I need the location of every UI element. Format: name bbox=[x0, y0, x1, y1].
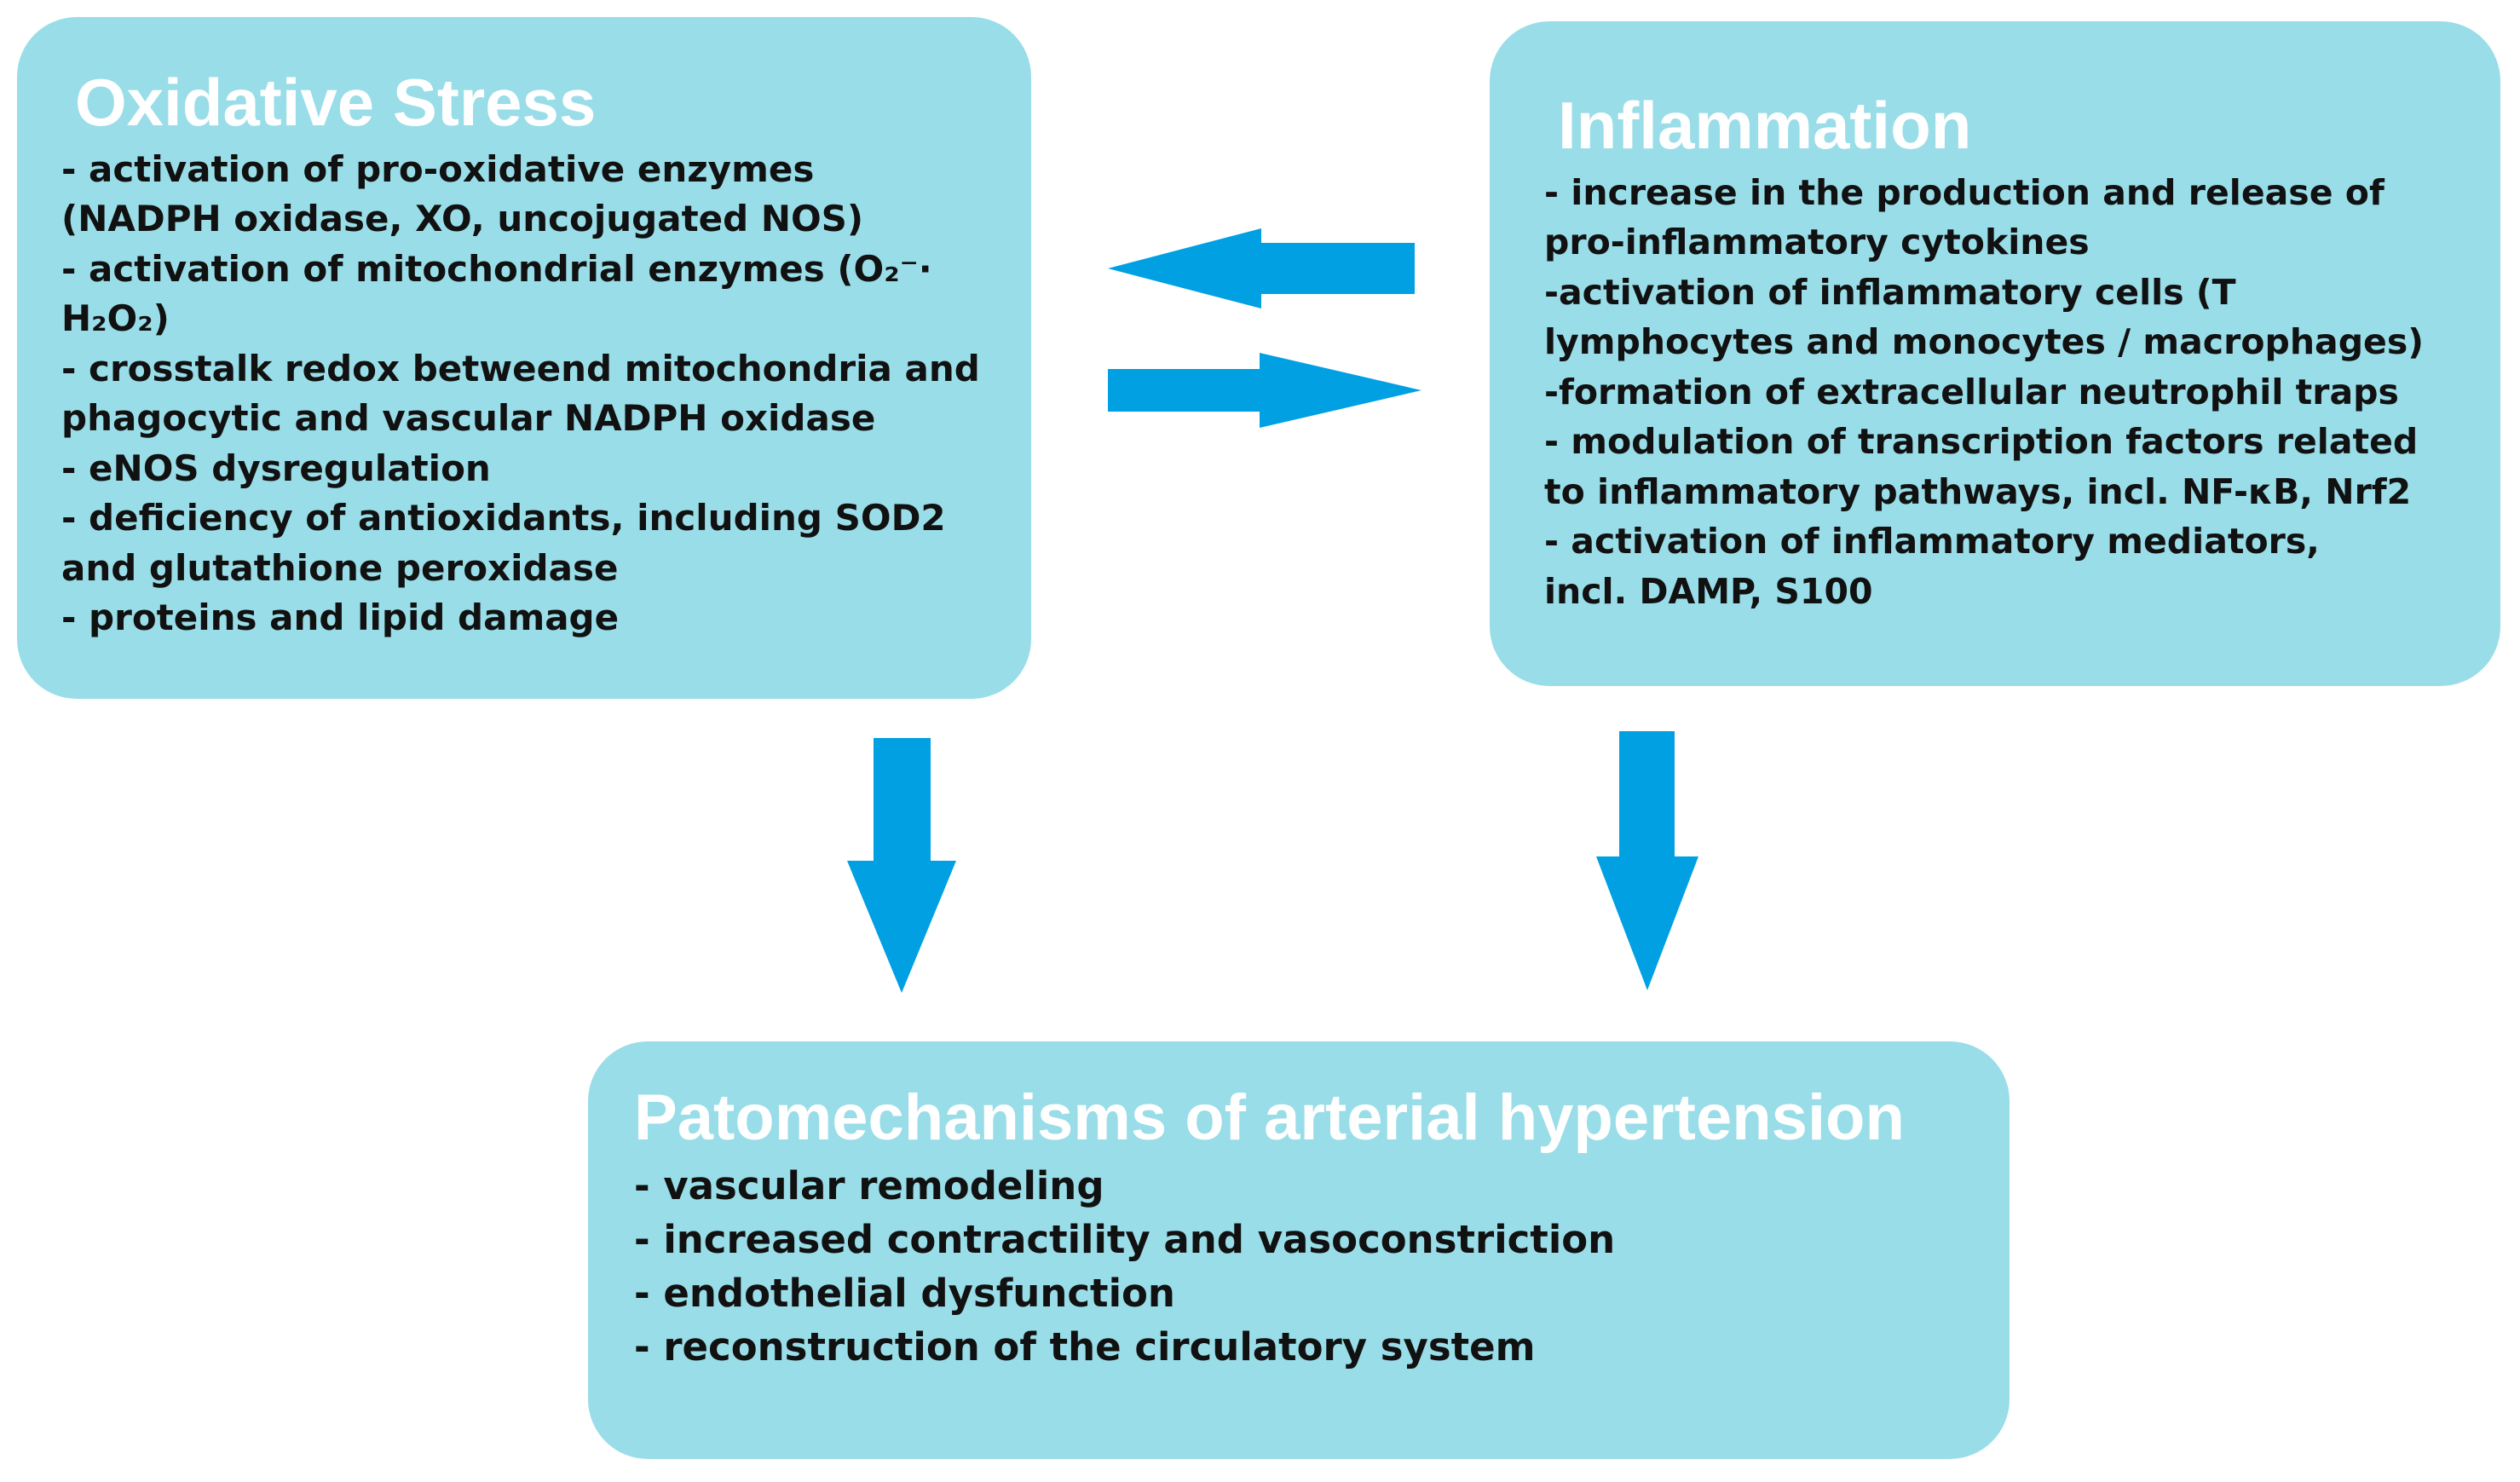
inflammation-item-3: -formation of extracellular neutrophil t… bbox=[1544, 371, 2399, 412]
hypertension-title: Patomechanisms of arterial hypertension bbox=[634, 1081, 1905, 1154]
oxidative-stress-list: - activation of pro-oxidative enzymes (N… bbox=[61, 145, 997, 643]
hypertension-box: Patomechanisms of arterial hypertension … bbox=[588, 1041, 2010, 1459]
arrow-right bbox=[1108, 353, 1421, 428]
inflammation-item-1: - increase in the production and release… bbox=[1544, 171, 2384, 263]
oxidative-stress-item-5: - deficiency of antioxidants, including … bbox=[61, 497, 946, 589]
oxidative-stress-item-4: - eNOS dysregulation bbox=[61, 447, 491, 489]
inflammation-item-4: - modulation of transcription factors re… bbox=[1544, 421, 2419, 512]
inflammation-item-5: - activation of inflammatory mediators, … bbox=[1544, 521, 2320, 612]
oxidative-stress-box: Oxidative Stress - activation of pro-oxi… bbox=[17, 17, 1031, 699]
inflammation-box: Inflammation - increase in the productio… bbox=[1490, 21, 2500, 686]
hypertension-item-1: - vascular remodeling bbox=[634, 1162, 1104, 1208]
hypertension-list: - vascular remodeling - increased contra… bbox=[634, 1159, 1984, 1374]
inflammation-list: - increase in the production and release… bbox=[1544, 168, 2466, 617]
inflammation-item-2: -activation of inflammatory cells (T lym… bbox=[1544, 271, 2424, 363]
hypertension-item-2: - increased contractility and vasoconstr… bbox=[634, 1216, 1616, 1262]
arrow-down-right bbox=[1596, 731, 1698, 990]
hypertension-item-4: - reconstruction of the circulatory syst… bbox=[634, 1323, 1536, 1370]
oxidative-stress-title: Oxidative Stress bbox=[75, 65, 597, 140]
oxidative-stress-item-2: - activation of mitochondrial enzymes (O… bbox=[61, 247, 932, 340]
hypertension-item-3: - endothelial dysfunction bbox=[634, 1270, 1175, 1316]
inflammation-title: Inflammation bbox=[1558, 88, 1972, 163]
oxidative-stress-item-3: - crosstalk redox betweend mitochondria … bbox=[61, 347, 980, 440]
arrow-left bbox=[1108, 228, 1415, 309]
oxidative-stress-item-6: - proteins and lipid damage bbox=[61, 597, 620, 639]
arrow-down-left bbox=[847, 738, 956, 993]
oxidative-stress-item-1: - activation of pro-oxidative enzymes (N… bbox=[61, 147, 864, 240]
